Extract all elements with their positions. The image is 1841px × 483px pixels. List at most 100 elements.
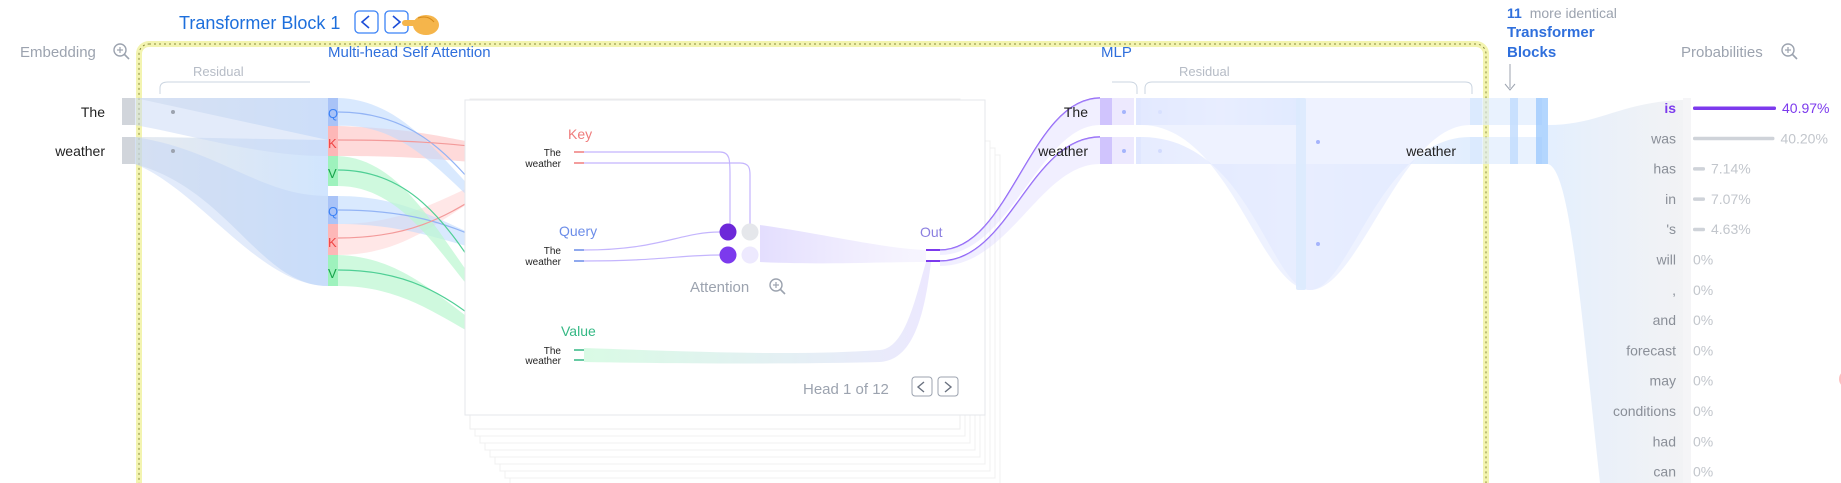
key-token: weather [524, 159, 561, 170]
probability-token: may [1650, 373, 1676, 389]
chevron-left-icon [360, 15, 370, 29]
probability-value: 0% [1693, 342, 1713, 358]
probability-row[interactable]: will 0% [1656, 252, 1714, 268]
mlp-output-token: weather [1405, 143, 1456, 159]
probability-value: 0% [1693, 312, 1713, 328]
mlp-region [1100, 98, 1548, 290]
probability-value: 40.20% [1780, 130, 1827, 146]
svg-text:K: K [328, 235, 337, 250]
probability-bar [1693, 227, 1705, 232]
probability-token: can [1653, 464, 1676, 480]
residual-label: Residual [1179, 64, 1230, 79]
probability-row[interactable]: was 40.20% [1650, 130, 1828, 146]
chevron-right-icon [944, 381, 953, 393]
head-pager-text: Head 1 of 12 [803, 381, 889, 398]
probability-token: had [1653, 433, 1676, 449]
probability-row[interactable]: is 40.97% [1664, 100, 1829, 116]
probability-value: 7.14% [1711, 161, 1751, 177]
probability-token: and [1653, 312, 1676, 328]
probability-value: 7.07% [1711, 191, 1751, 207]
attention-cell [719, 246, 737, 264]
embedding-region [122, 98, 328, 286]
value-token: The [544, 346, 562, 357]
embedding-label: Embedding [20, 44, 96, 61]
mlp-token: weather [1037, 143, 1088, 159]
more-blocks-link[interactable]: Transformer [1507, 24, 1595, 41]
probabilities-label: Probabilities [1681, 44, 1763, 61]
embedding-zoom-icon[interactable] [113, 43, 130, 60]
probability-row[interactable]: and 0% [1653, 312, 1714, 328]
pointing-hand-icon [402, 15, 439, 35]
probability-row[interactable]: , 0% [1672, 282, 1713, 298]
probability-row[interactable]: may 0% [1650, 373, 1714, 389]
probability-token: has [1653, 161, 1676, 177]
probability-list: is 40.97% was 40.20% has 7.14% in 7.07% 's 4.63% w… [1613, 100, 1830, 480]
value-label: Value [561, 323, 596, 339]
probability-value: 0% [1693, 433, 1713, 449]
svg-text:Q: Q [328, 106, 338, 121]
key-label: Key [568, 126, 592, 142]
probability-token: forecast [1626, 342, 1676, 358]
probability-bar [1693, 106, 1776, 110]
probability-token: will [1656, 252, 1676, 268]
prev-block-button[interactable] [354, 10, 379, 34]
mlp-token: The [1064, 104, 1088, 120]
chevron-right-icon [392, 15, 402, 29]
probability-row[interactable]: had 0% [1653, 433, 1714, 449]
probability-value: 0% [1693, 282, 1713, 298]
value-token: weather [524, 356, 561, 367]
block-title: Transformer Block 1 [179, 13, 340, 33]
residual-label: Residual [193, 64, 244, 79]
probability-value: 0% [1693, 403, 1713, 419]
probability-bar [1693, 167, 1705, 171]
probability-token: conditions [1613, 403, 1676, 419]
mhsa-label: Multi-head Self Attention [328, 44, 491, 61]
out-label: Out [920, 224, 943, 240]
probability-row[interactable]: in 7.07% [1665, 191, 1751, 207]
residual-brackets [159, 81, 1473, 94]
probability-value: 0% [1693, 373, 1713, 389]
svg-text:V: V [328, 266, 337, 281]
next-block-button[interactable] [384, 10, 409, 34]
chevron-left-icon [916, 381, 925, 393]
probability-row[interactable]: 's 4.63% [1666, 221, 1750, 237]
probability-token: 's [1666, 221, 1676, 237]
probabilities-flow [1548, 98, 1691, 483]
qkv-column [328, 98, 338, 286]
probability-token: , [1672, 282, 1676, 298]
probability-token: is [1664, 100, 1676, 116]
attention-cell [719, 223, 737, 241]
svg-text:Q: Q [328, 204, 338, 219]
mlp-label: MLP [1101, 44, 1132, 61]
probability-value: 0% [1693, 464, 1713, 480]
key-token: The [544, 148, 562, 159]
probabilities-zoom-icon[interactable] [1781, 43, 1798, 60]
attention-zoom-icon[interactable] [769, 278, 786, 295]
svg-text:K: K [328, 136, 337, 151]
probability-row[interactable]: conditions 0% [1613, 403, 1713, 419]
attention-label: Attention [690, 279, 749, 296]
next-head-button[interactable] [937, 376, 959, 397]
attention-cell [741, 246, 759, 264]
probability-value: 0% [1693, 252, 1713, 268]
probability-token: in [1665, 191, 1676, 207]
probability-row[interactable]: has 7.14% [1653, 161, 1750, 177]
svg-text:V: V [328, 166, 337, 181]
blocks-arrow [1504, 64, 1516, 91]
probability-row[interactable]: can 0% [1653, 464, 1713, 480]
probability-row[interactable]: forecast 0% [1626, 342, 1713, 358]
head-internals [574, 97, 1101, 364]
probability-value: 40.97% [1782, 100, 1829, 116]
more-blocks-text: 11 more identical [1507, 5, 1617, 21]
probability-bar [1693, 197, 1705, 201]
qkv-letters: Q K V Q K V [328, 106, 338, 281]
more-blocks-link[interactable]: Blocks [1507, 44, 1556, 61]
probability-token: was [1650, 130, 1676, 146]
input-token[interactable]: weather [54, 143, 105, 159]
probability-value: 4.63% [1711, 221, 1751, 237]
probability-bar [1693, 136, 1775, 141]
input-token[interactable]: The [81, 104, 105, 120]
prev-head-button[interactable] [911, 376, 933, 397]
query-token: weather [524, 257, 561, 268]
